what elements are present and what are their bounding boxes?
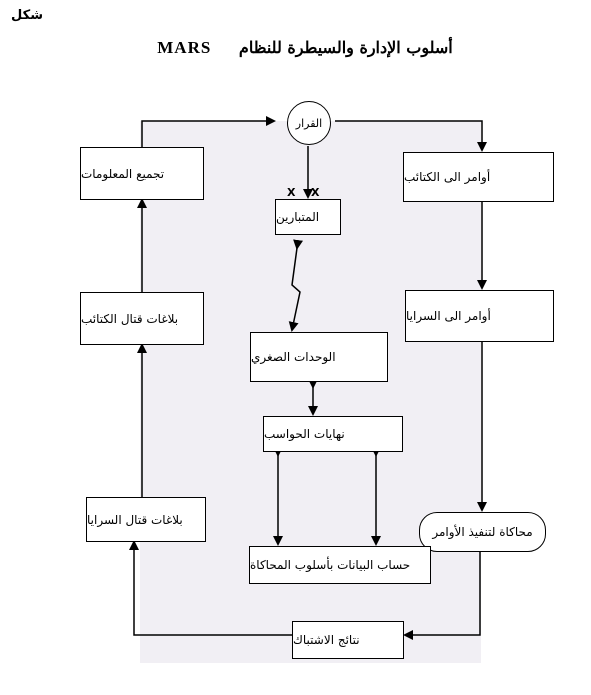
- node-collect-info-label: تجميع المعلومات: [81, 166, 165, 181]
- line-results-to-company-reports: [129, 540, 292, 636]
- node-collect-info: تجميع المعلومات: [80, 147, 204, 200]
- diagram-title-arabic: أسلوب الإدارة والسيطرة للنظام: [238, 38, 453, 57]
- diagram-title: MARS أسلوب الإدارة والسيطرة للنظام: [150, 38, 460, 58]
- node-battalion-battle-reports: بلاغات قتال الكتائب: [80, 292, 204, 345]
- node-orders-battalions: أوامر الى الكتائب: [403, 152, 554, 202]
- node-battalion-battle-reports-label: بلاغات قتال الكتائب: [81, 311, 179, 326]
- node-contestants-label: المتبارين: [276, 210, 320, 224]
- line-collect-to-decision: [141, 116, 276, 147]
- node-data-computation: حساب البيانات بأسلوب المحاكاة: [249, 546, 431, 584]
- node-small-units: الوحدات الصغري: [250, 332, 388, 382]
- cross-mark-left: X: [287, 186, 296, 199]
- line-decision-to-orders-battalions: [335, 120, 487, 152]
- node-orders-companies: أوامر الى السرايا: [405, 290, 554, 342]
- node-company-battle-reports-label: بلاغات قتال السرايا: [87, 512, 183, 527]
- node-contestants: المتبارين: [275, 199, 341, 235]
- diagram-title-system: MARS: [157, 38, 212, 57]
- node-small-units-label: الوحدات الصغري: [251, 350, 336, 364]
- node-company-battle-reports: بلاغات قتال السرايا: [86, 497, 206, 542]
- node-data-computation-label: حساب البيانات بأسلوب المحاكاة: [250, 558, 411, 572]
- node-computer-terminals: نهايات الحواسب: [263, 416, 403, 452]
- node-orders-companies-label: أوامر الى السرايا: [406, 309, 491, 323]
- node-computer-terminals-label: نهايات الحواسب: [264, 427, 345, 441]
- figure-corner-label: شكل: [11, 8, 43, 23]
- line-simulation-to-results: [403, 552, 481, 640]
- node-decision-label: القرار: [295, 116, 323, 130]
- node-order-simulation-label: محاكاة لتنفيذ الأوامر: [432, 525, 533, 539]
- node-decision: القرار: [287, 101, 331, 145]
- node-engagement-results-label: نتائج الاشتباك: [293, 633, 360, 647]
- line-contestants-small-units-zigzag: [288, 239, 304, 332]
- node-order-simulation: محاكاة لتنفيذ الأوامر: [419, 512, 546, 552]
- node-orders-battalions-label: أوامر الى الكتائب: [404, 170, 491, 184]
- node-engagement-results: نتائج الاشتباك: [292, 621, 404, 659]
- cross-mark-right: X: [311, 186, 320, 199]
